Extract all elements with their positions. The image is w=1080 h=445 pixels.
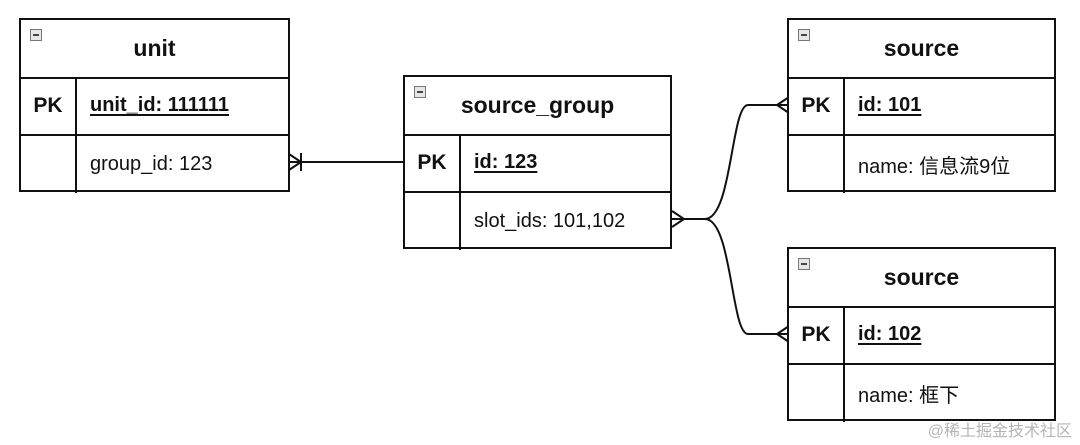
- connector-unit-to-source-group: [288, 153, 404, 171]
- field-row: name: 信息流9位: [789, 136, 1054, 193]
- entity-title: source_group: [460, 92, 615, 118]
- connector-to-source-102: [704, 218, 789, 335]
- many-marker-source-102: [775, 325, 790, 343]
- pk-row: PK unit_id: 111111: [21, 77, 288, 136]
- pk-label: PK: [789, 77, 845, 134]
- collapse-icon[interactable]: [798, 29, 810, 41]
- entity-header: source: [789, 20, 1054, 79]
- entity-title: source: [883, 35, 960, 61]
- entity-title: source: [883, 264, 960, 290]
- many-marker-source-group: [671, 210, 686, 228]
- field-row: name: 框下: [789, 365, 1054, 422]
- entity-title: unit: [133, 35, 176, 61]
- entity-header: source_group: [405, 77, 670, 136]
- key-cell: [21, 136, 77, 193]
- pk-row: PK id: 101: [789, 77, 1054, 136]
- primary-key-field: id: 101: [858, 94, 922, 116]
- pk-row: PK id: 102: [789, 306, 1054, 365]
- pk-label: PK: [21, 77, 77, 134]
- entity-unit[interactable]: unit PK unit_id: 111111 group_id: 123: [19, 18, 290, 193]
- key-cell: [789, 136, 845, 193]
- collapse-icon[interactable]: [414, 86, 426, 98]
- entity-source-102[interactable]: source PK id: 102 name: 框下: [787, 247, 1056, 422]
- pk-label: PK: [405, 134, 461, 191]
- entity-source-group[interactable]: source_group PK id: 123 slot_ids: 101,10…: [403, 75, 672, 250]
- entity-header: unit: [21, 20, 288, 79]
- connector-source-group-to-sources: [671, 96, 790, 343]
- field-row: slot_ids: 101,102: [405, 193, 670, 250]
- primary-key-field: id: 102: [858, 323, 922, 345]
- field-group-id: group_id: 123: [90, 153, 213, 175]
- connector-to-source-101: [672, 104, 789, 220]
- many-marker: [288, 153, 303, 171]
- field-name: name: 信息流9位: [858, 156, 1011, 178]
- pk-label: PK: [789, 306, 845, 363]
- watermark: @稀土掘金技术社区: [927, 423, 1072, 440]
- primary-key-field: unit_id: 111111: [90, 94, 229, 116]
- key-cell: [789, 365, 845, 422]
- field-slot-ids: slot_ids: 101,102: [474, 210, 626, 232]
- many-marker-source-101: [775, 96, 790, 114]
- collapse-icon[interactable]: [798, 258, 810, 270]
- field-row: group_id: 123: [21, 136, 288, 193]
- key-cell: [405, 193, 461, 250]
- entity-header: source: [789, 249, 1054, 308]
- entity-source-101[interactable]: source PK id: 101 name: 信息流9位: [787, 18, 1056, 193]
- primary-key-field: id: 123: [474, 151, 538, 173]
- collapse-icon[interactable]: [30, 29, 42, 41]
- pk-row: PK id: 123: [405, 134, 670, 193]
- field-name: name: 框下: [858, 385, 960, 407]
